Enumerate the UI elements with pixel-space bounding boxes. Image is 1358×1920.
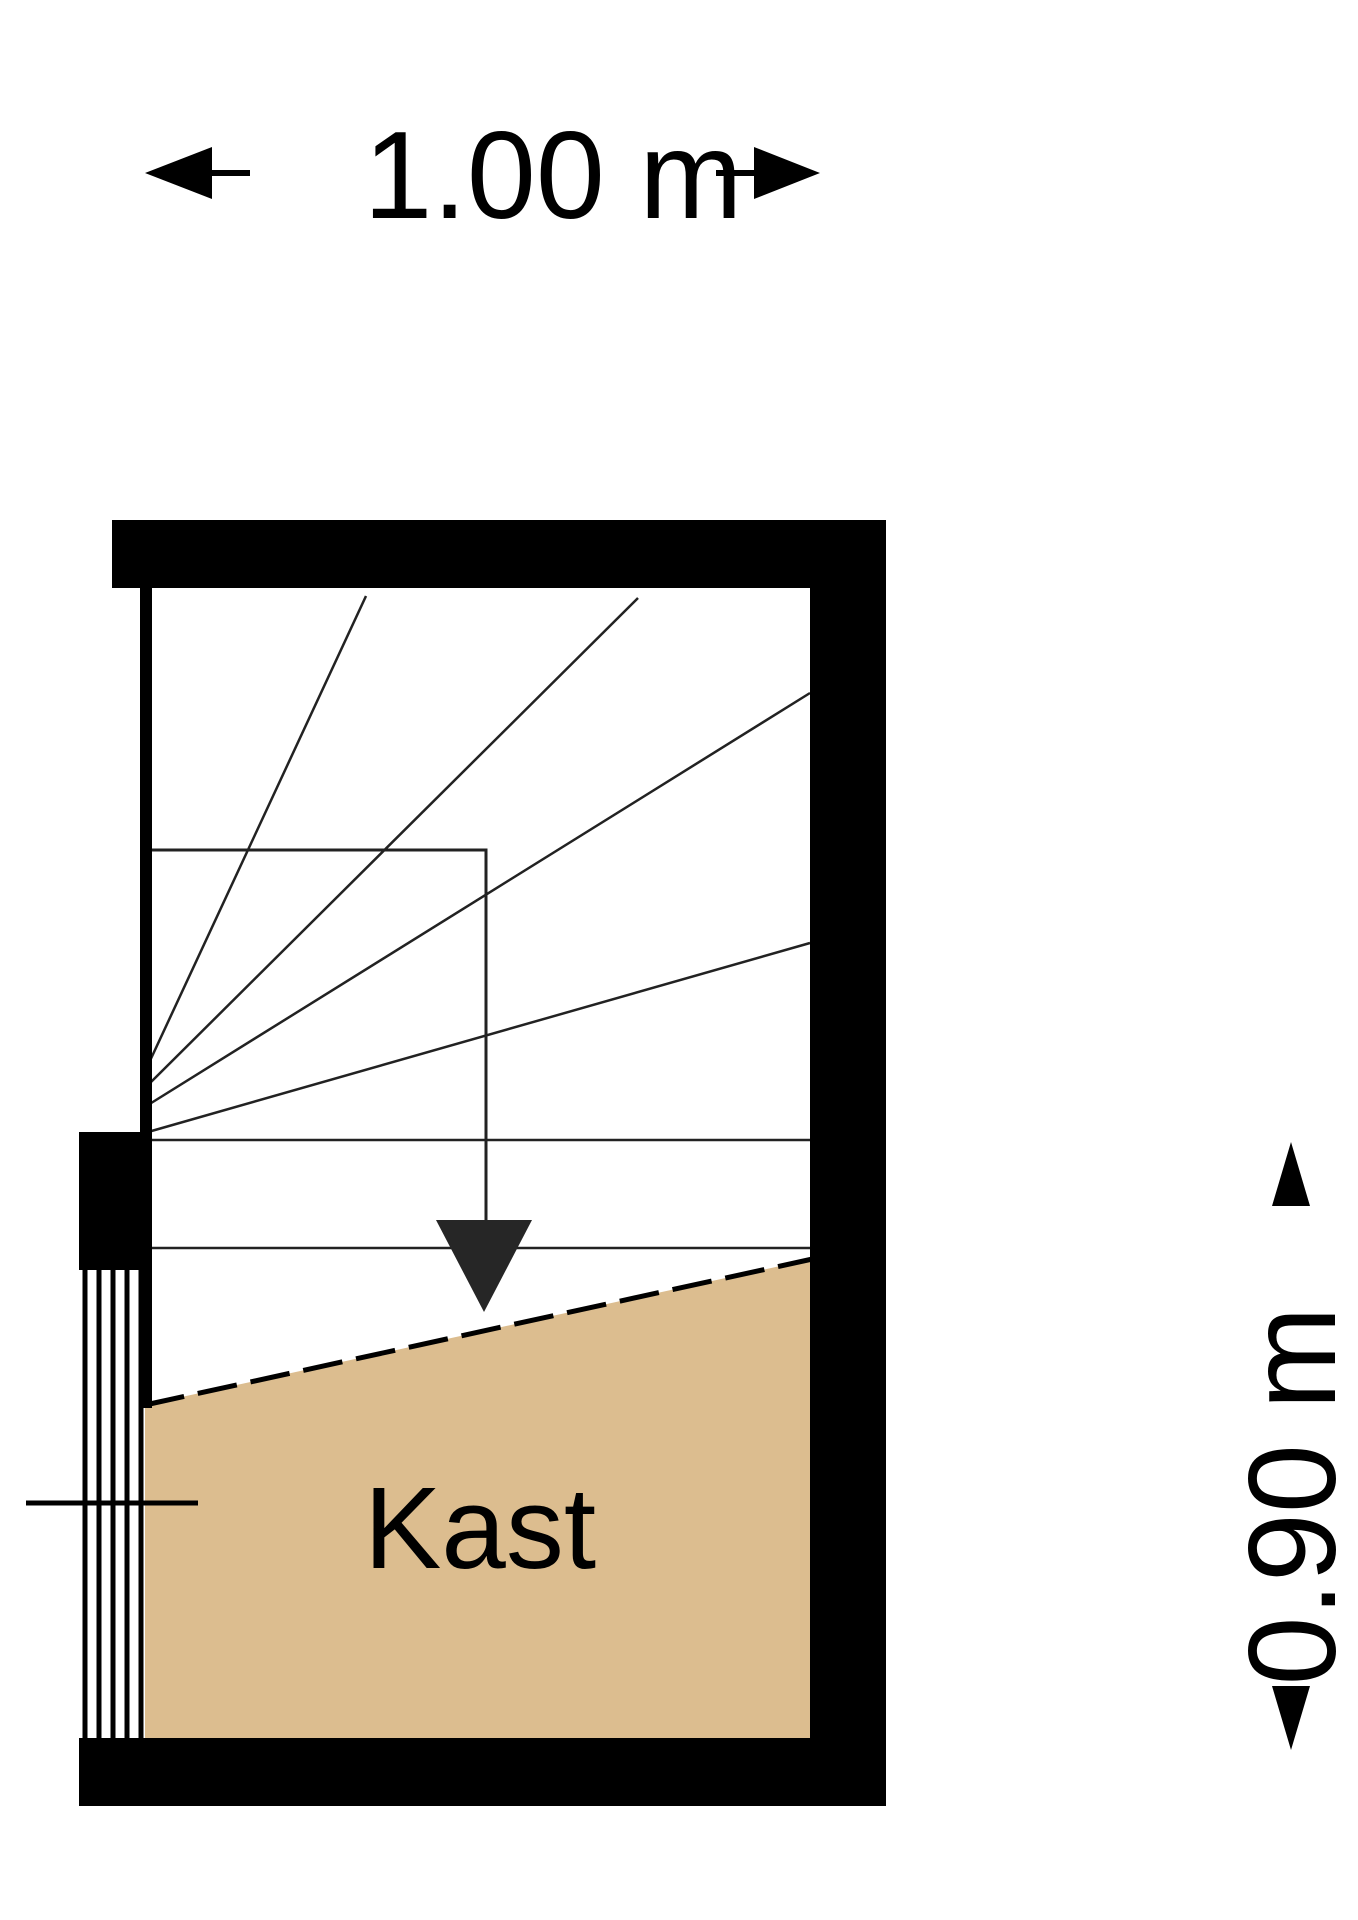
wall-right [810, 520, 886, 1806]
walk-line-path [152, 848, 488, 1220]
width-dimension: 1.00 m [145, 107, 820, 245]
height-dimension: 0.90 m [1224, 1142, 1358, 1750]
stair-slope-line [144, 1255, 818, 1408]
dimension-arrow-down-icon [1272, 1686, 1310, 1750]
width-dimension-label: 1.00 m [363, 107, 742, 245]
stair-walk-line [152, 848, 532, 1312]
dimension-arrow-up-icon [1272, 1142, 1310, 1206]
stair-tread [147, 941, 811, 1134]
stair-treads [146, 595, 811, 1250]
walls [79, 520, 886, 1806]
height-dimension-label: 0.90 m [1224, 1306, 1358, 1685]
dimension-arrow-right-icon [754, 147, 820, 199]
wall-bottom [79, 1738, 886, 1806]
wall-left-block [79, 1132, 152, 1270]
wall-top [112, 520, 886, 588]
stair-tread [146, 595, 368, 1066]
dimension-arrow-left-icon [145, 147, 212, 199]
room-label: Kast [364, 1463, 596, 1593]
stair-tread [147, 691, 811, 1107]
closet-area [145, 1258, 817, 1740]
dimension-line-right [716, 170, 754, 176]
stair-tread [147, 597, 639, 1086]
stair-direction-arrow-icon [436, 1220, 532, 1312]
dimension-line-left [212, 170, 250, 176]
